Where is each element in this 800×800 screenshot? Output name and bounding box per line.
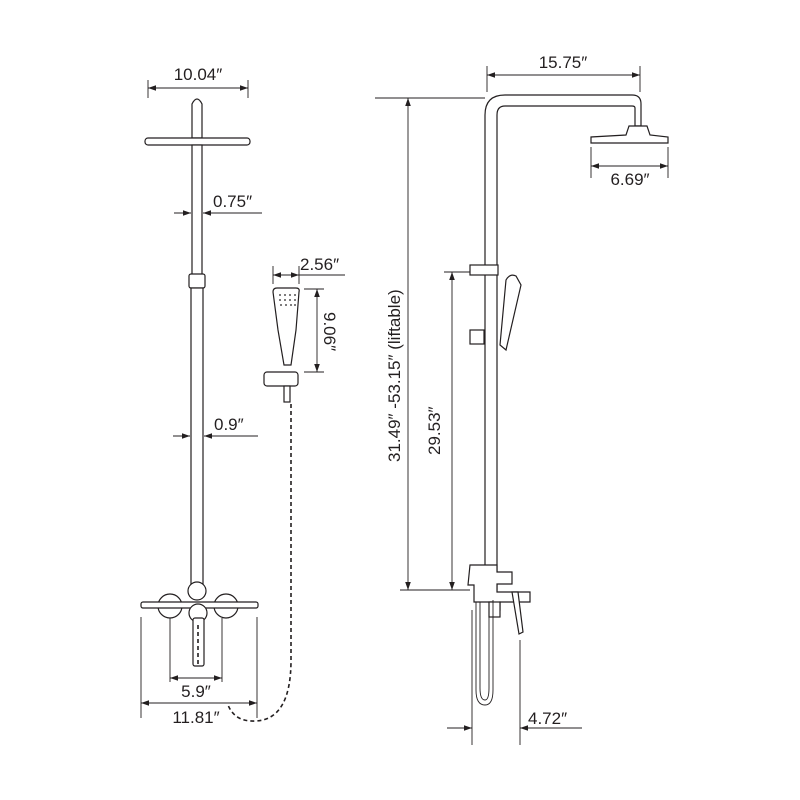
label-head-width: 10.04″ <box>174 65 223 84</box>
side-spout <box>488 601 501 618</box>
front-view: 10.04″ 0.75″ 0.9″ 5.9″ 11.81″ <box>140 65 262 727</box>
hose <box>227 404 292 722</box>
side-lever <box>511 591 524 635</box>
side-handheld <box>499 274 522 352</box>
side-view: 15.75″ 6.69″ 31.49″ -53.15″ (liftable) 2… <box>375 53 669 745</box>
label-mixer-width: 11.81″ <box>172 708 219 727</box>
side-hose-loop <box>475 600 494 706</box>
label-spout-center: 5.9″ <box>181 682 211 701</box>
handheld-bracket <box>263 371 299 387</box>
label-handheld-length: 9.06″ <box>320 312 339 351</box>
handheld-view: 2.56″ 9.06″ <box>227 255 345 722</box>
label-arm-reach: 15.75″ <box>539 53 588 72</box>
label-lower-pipe: 0.9″ <box>214 415 244 434</box>
spray-nozzles <box>279 294 296 306</box>
label-head-diameter: 6.69″ <box>610 170 649 189</box>
slider-bracket <box>469 264 499 276</box>
hose-connector <box>283 385 291 403</box>
label-wall-depth: 4.72″ <box>528 709 567 728</box>
shower-arm <box>191 98 203 139</box>
slider-joint <box>188 273 206 289</box>
handheld-shower <box>272 287 300 366</box>
holder-bracket <box>469 329 485 345</box>
label-total-height: 31.49″ -53.15″ (liftable) <box>385 289 404 462</box>
label-upper-pipe: 0.75″ <box>213 192 252 211</box>
label-slide-height: 29.53″ <box>425 406 444 455</box>
side-shower-head <box>590 125 669 144</box>
upper-pipe <box>191 144 203 276</box>
rain-shower-head <box>144 137 251 146</box>
lower-pipe <box>190 287 204 591</box>
label-handheld-width: 2.56″ <box>300 255 339 274</box>
diverter <box>187 581 207 601</box>
